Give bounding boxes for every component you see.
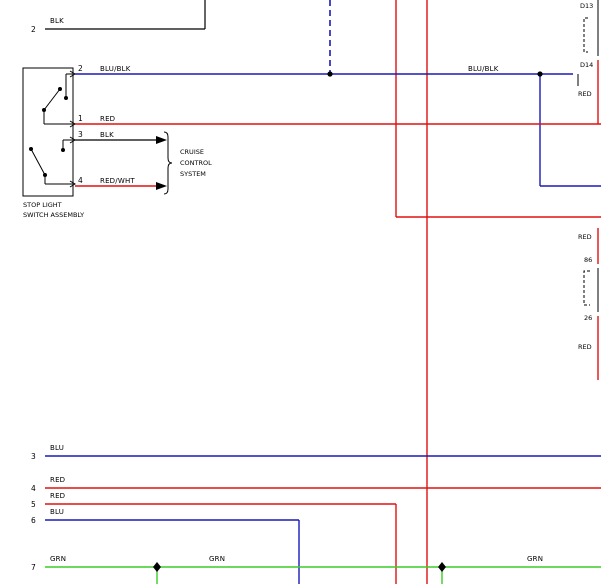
wire-label: RED (50, 492, 65, 500)
pin-26-label: 26 (584, 314, 592, 322)
pin-number: 4 (31, 484, 36, 493)
connector-d14-label: D14 (580, 61, 593, 69)
switch-label-line1: STOP LIGHT (23, 201, 62, 209)
splice-dot (537, 71, 543, 77)
cruise-line3: SYSTEM (180, 170, 206, 178)
top-pin-number: 2 (31, 25, 36, 34)
pin-number: 6 (31, 516, 36, 525)
cruise-line2: CONTROL (180, 159, 212, 167)
right-connectors: D13 D14 RED RED 86 26 RED (578, 0, 599, 380)
blu-blk-wire: 2 BLU/BLK BLU/BLK (75, 64, 601, 187)
pin-number: 2 (78, 64, 83, 73)
bottom-wire-5: 5 RED (31, 492, 397, 584)
pin-number: 1 (78, 114, 83, 123)
connector-d13-label: D13 (580, 2, 593, 10)
stop-light-switch: STOP LIGHT SWITCH ASSEMBLY (22, 67, 84, 219)
splice-dot (438, 562, 446, 572)
bottom-wire-6: 6 BLU (31, 508, 300, 584)
pin-number: 3 (31, 452, 36, 461)
wire-label: GRN (527, 555, 543, 563)
wire-label: BLU (50, 508, 64, 516)
wire-label: GRN (209, 555, 225, 563)
wire-label: BLU/BLK (100, 65, 131, 73)
wire-label: RED (50, 476, 65, 484)
bottom-wire-4: 4 RED (31, 476, 601, 493)
wire-label: RED (100, 115, 115, 123)
top-black-wire: 2 BLK (31, 0, 206, 34)
red-label-b: RED (578, 233, 592, 241)
red-wire-pin1: 1 RED (75, 114, 601, 125)
blk-wire-pin3: 3 BLK (75, 130, 167, 144)
pin-number: 7 (31, 563, 36, 572)
red-wht-wire-pin4: 4 RED/WHT (75, 176, 167, 190)
cruise-line1: CRUISE (180, 148, 204, 156)
switch-label-line2: SWITCH ASSEMBLY (23, 211, 84, 219)
red-vertical-wires (395, 0, 601, 584)
splice-dot (327, 71, 333, 77)
red-label-c: RED (578, 343, 592, 351)
wire-label: RED/WHT (100, 177, 135, 185)
bottom-wire-3: 3 BLU (31, 444, 601, 461)
red-label-a: RED (578, 90, 592, 98)
wire-label: BLU/BLK (468, 65, 499, 73)
wire-label: GRN (50, 555, 66, 563)
splice-dot (153, 562, 161, 572)
pin-number: 3 (78, 130, 83, 139)
pin-number: 5 (31, 500, 36, 509)
wire-label: BLU (50, 444, 64, 452)
top-wire-label: BLK (50, 17, 64, 25)
cruise-control-block: CRUISE CONTROL SYSTEM (163, 131, 212, 195)
bottom-wire-7: 7 GRN GRN GRN (31, 555, 601, 584)
pin-number: 4 (78, 176, 83, 185)
wire-label: BLK (100, 131, 114, 139)
pin-86-label: 86 (584, 256, 592, 264)
